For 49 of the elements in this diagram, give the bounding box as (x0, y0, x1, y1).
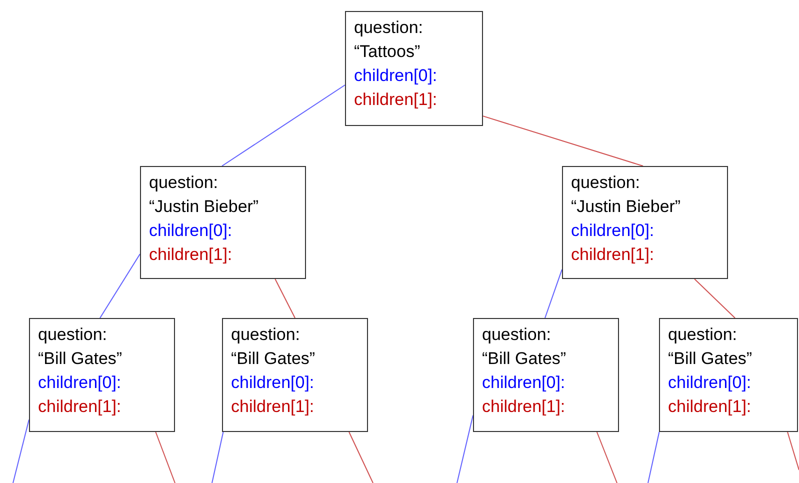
left-child-label: children[0]: (149, 220, 232, 242)
connector-line (222, 84, 346, 166)
node-box (562, 166, 728, 279)
connector-line (544, 268, 562, 318)
right-child-label: children[1]: (668, 396, 752, 418)
question-value: “Bill Gates” (231, 348, 316, 370)
question-label: question: (571, 172, 640, 194)
left-child-label: children[0]: (354, 65, 438, 87)
question-label: question: (354, 17, 423, 39)
question-label: question: (668, 324, 737, 346)
connector-line (648, 432, 660, 483)
question-value: “Bill Gates” (668, 348, 752, 370)
node-box (222, 318, 368, 432)
question-label: question: (482, 324, 551, 346)
question-label: question: (38, 324, 107, 346)
connector-line (212, 432, 224, 483)
connector-line (12, 419, 30, 483)
question-value: “Bill Gates” (38, 348, 122, 370)
question-label: question: (149, 172, 218, 194)
right-child-label: children[1]: (149, 244, 232, 266)
question-value: “Tattoos” (354, 41, 420, 63)
right-child-label: children[1]: (482, 396, 566, 418)
right-child-label: children[1]: (354, 89, 438, 111)
right-child-label: children[1]: (231, 396, 314, 418)
question-value: “Justin Bieber” (571, 196, 681, 218)
node-box (140, 166, 306, 279)
question-label: question: (231, 324, 300, 346)
node-box (659, 318, 798, 432)
connector-line (482, 116, 644, 166)
connector-line (155, 432, 176, 483)
right-child-label: children[1]: (38, 396, 122, 418)
connector-line (274, 278, 296, 318)
node-box (345, 11, 483, 126)
right-child-label: children[1]: (571, 244, 654, 266)
left-child-label: children[0]: (231, 372, 314, 394)
connector-line (787, 432, 799, 470)
connector-line (694, 278, 736, 318)
connector-line (456, 414, 474, 483)
left-child-label: children[0]: (571, 220, 654, 242)
connector-line (596, 432, 618, 483)
question-value: “Bill Gates” (482, 348, 566, 370)
node-box (29, 318, 175, 432)
left-child-label: children[0]: (668, 372, 752, 394)
connector-line (348, 432, 374, 483)
question-value: “Justin Bieber” (149, 196, 259, 218)
left-child-label: children[0]: (38, 372, 122, 394)
node-box (473, 318, 619, 432)
connector-line (100, 254, 140, 318)
left-child-label: children[0]: (482, 372, 566, 394)
